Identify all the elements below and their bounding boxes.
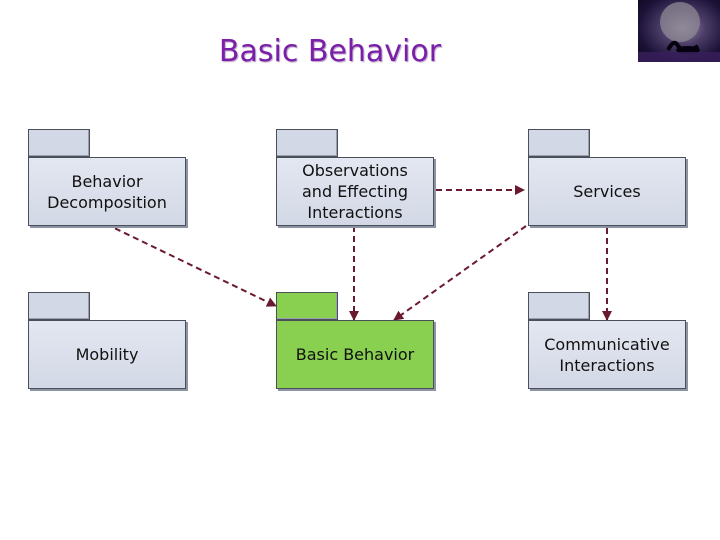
- package-tab: [528, 292, 590, 320]
- package-tab: [28, 292, 90, 320]
- package-label: Communicative Interactions: [528, 320, 686, 389]
- package-label: Observations and Effecting Interactions: [276, 157, 434, 226]
- arrow-services-to-basic: [393, 225, 527, 321]
- page-title: Basic Behavior: [218, 34, 442, 69]
- package-label: Basic Behavior: [276, 320, 434, 389]
- package-tab: [276, 292, 338, 320]
- package-label: Behavior Decomposition: [28, 157, 186, 226]
- package-tab: [28, 129, 90, 157]
- arrow-decomposition-to-basic: [105, 223, 277, 307]
- package-tab: [528, 129, 590, 157]
- package-label: Mobility: [28, 320, 186, 389]
- package-tab: [276, 129, 338, 157]
- corner-photo: [638, 0, 720, 62]
- package-label: Services: [528, 157, 686, 226]
